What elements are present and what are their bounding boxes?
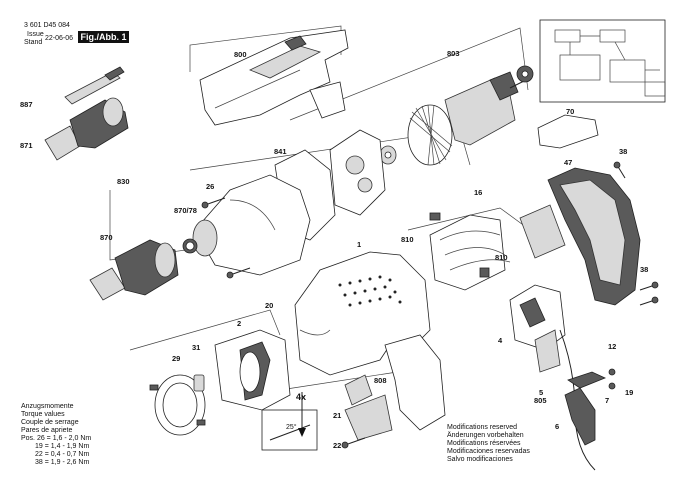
- part-label-38-top: 38: [619, 147, 628, 156]
- bit-holder-887: [64, 66, 125, 105]
- figure-label: Fig./Abb. 1: [78, 31, 129, 43]
- part-label-6: 6: [555, 422, 560, 431]
- issue-date: 22-06-06: [45, 35, 74, 42]
- part-label-26: 26: [206, 182, 215, 191]
- modification-notes: Modifications reserved Änderungen vorbeh…: [447, 424, 530, 464]
- handle-47: [537, 114, 641, 306]
- part-label-38-right: 38: [640, 265, 649, 274]
- cover-21: [344, 394, 393, 441]
- stand-label: Stand: [24, 39, 43, 46]
- front-housing-830: [182, 174, 311, 276]
- carbon-brush-31: [193, 374, 205, 392]
- part-label-810-left: 810: [401, 235, 414, 244]
- box-16: [407, 207, 531, 231]
- armature-803: [379, 65, 534, 166]
- torque-line: Torque values: [21, 411, 65, 418]
- quantity-4x: 4x: [296, 392, 307, 402]
- nosepiece-870: [89, 239, 179, 301]
- torque-line: Couple de serrage: [21, 419, 79, 426]
- part-label-21: 21: [333, 411, 342, 420]
- modification-line: Modifications réservées: [447, 440, 521, 447]
- part-label-800: 800: [234, 50, 247, 59]
- modification-line: Modificaciones reservadas: [447, 448, 530, 455]
- torque-line: 19 = 1,4 - 1,9 Nm: [35, 443, 90, 450]
- switch-4: [509, 284, 566, 373]
- part-label-887: 887: [20, 100, 33, 109]
- screw-26: [201, 197, 251, 279]
- part-label-19: 19: [625, 388, 634, 397]
- screw-38: [613, 161, 659, 306]
- modification-line: Änderungen vorbehalten: [447, 432, 524, 439]
- cable-guard-6: [564, 387, 596, 446]
- issue-label: Issue: [27, 31, 44, 38]
- part-label-841: 841: [274, 147, 287, 156]
- part-label-16: 16: [474, 188, 483, 197]
- angle-25: 25°: [286, 424, 297, 431]
- doc-number: 3 601 D45 084: [24, 22, 70, 29]
- torque-line: 38 = 1,9 - 2,6 Nm: [35, 459, 90, 466]
- cap-70: [537, 114, 599, 149]
- part-label-803: 803: [447, 49, 460, 58]
- screw-22: [341, 437, 366, 449]
- box-808: [279, 369, 411, 391]
- part-label-870: 870: [100, 233, 113, 242]
- angle-inset: [261, 392, 318, 451]
- part-label-22: 22: [333, 441, 342, 450]
- box-2: [129, 309, 281, 351]
- part-label-870-78: 870/78: [174, 206, 197, 215]
- part-label-1: 1: [357, 240, 362, 249]
- nosepiece-871: [44, 97, 129, 161]
- modification-line: Salvo modificaciones: [447, 456, 513, 463]
- stator-2: [214, 329, 291, 411]
- part-label-810-right: 810: [495, 253, 508, 262]
- part-label-871: 871: [20, 141, 33, 150]
- screw-19: [608, 368, 616, 390]
- torque-line: Pares de apriete: [21, 427, 73, 434]
- part-label-31: 31: [192, 343, 201, 352]
- part-808: [344, 374, 373, 406]
- torque-notes: Anzugsmomente Torque values Couple de se…: [21, 403, 91, 467]
- torque-line: Anzugsmomente: [21, 403, 74, 410]
- part-label-47: 47: [564, 158, 573, 167]
- wiring-schematic: [539, 19, 666, 103]
- part-label-2: 2: [237, 319, 242, 328]
- clamp-7: [567, 371, 607, 389]
- modification-line: Modifications reserved: [447, 424, 518, 431]
- part-label-70: 70: [566, 107, 575, 116]
- part-label-29: 29: [172, 354, 181, 363]
- part-label-805: 805: [534, 396, 547, 405]
- part-label-830: 830: [117, 177, 130, 186]
- part-label-20: 20: [265, 301, 274, 310]
- motor-housing-1: [294, 251, 446, 431]
- part-label-808: 808: [374, 376, 387, 385]
- torque-line: 22 = 0,4 - 0,7 Nm: [35, 451, 90, 458]
- part-label-7: 7: [605, 396, 610, 405]
- attachment-800: [199, 29, 349, 126]
- brush-ring-29: [149, 374, 206, 436]
- part-label-4: 4: [498, 336, 503, 345]
- part-label-12: 12: [608, 342, 617, 351]
- switch-assembly-16: [429, 204, 566, 291]
- part-label-5: 5: [539, 388, 544, 397]
- torque-line: Pos. 26 = 1,6 - 2,0 Nm: [21, 435, 92, 442]
